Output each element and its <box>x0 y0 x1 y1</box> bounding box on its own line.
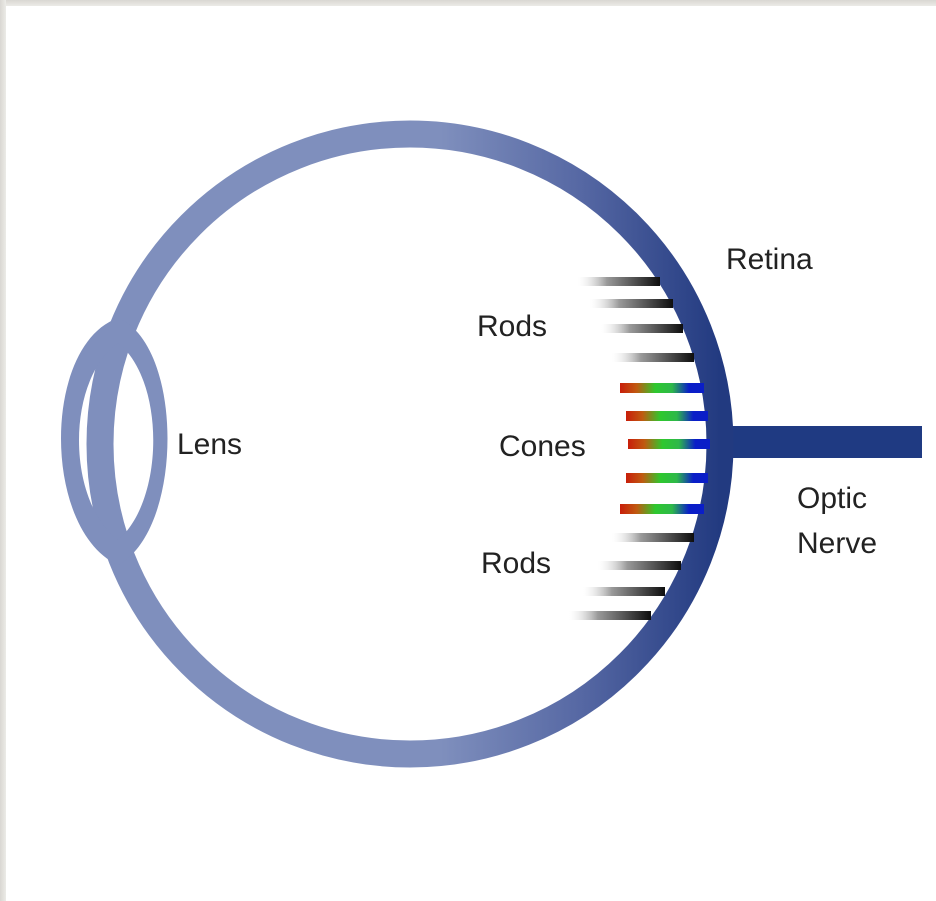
rod-photoreceptor-icon <box>583 587 665 596</box>
cone-photoreceptor-icon <box>628 439 710 449</box>
rod-photoreceptor-icon <box>601 324 683 333</box>
label-lens: Lens <box>177 428 242 461</box>
cone-photoreceptor-icon <box>620 504 704 514</box>
rod-photoreceptor-icon <box>612 533 694 542</box>
optic-nerve <box>720 426 922 458</box>
rod-photoreceptor-icon <box>569 611 651 620</box>
cone-photoreceptor-icon <box>620 383 704 393</box>
label-cones: Cones <box>499 430 586 463</box>
rod-photoreceptor-icon <box>578 277 660 286</box>
cones-group <box>620 383 710 514</box>
rod-photoreceptor-icon <box>612 353 694 362</box>
label-nerve: Nerve <box>797 527 877 560</box>
rod-photoreceptor-icon <box>590 299 673 308</box>
rod-photoreceptor-icon <box>598 561 681 570</box>
label-optic: Optic <box>797 482 867 515</box>
cone-photoreceptor-icon <box>626 411 708 421</box>
label-retina: Retina <box>726 243 813 276</box>
cone-photoreceptor-icon <box>626 473 708 483</box>
label-rods-upper: Rods <box>477 310 547 343</box>
label-rods-lower: Rods <box>481 547 551 580</box>
